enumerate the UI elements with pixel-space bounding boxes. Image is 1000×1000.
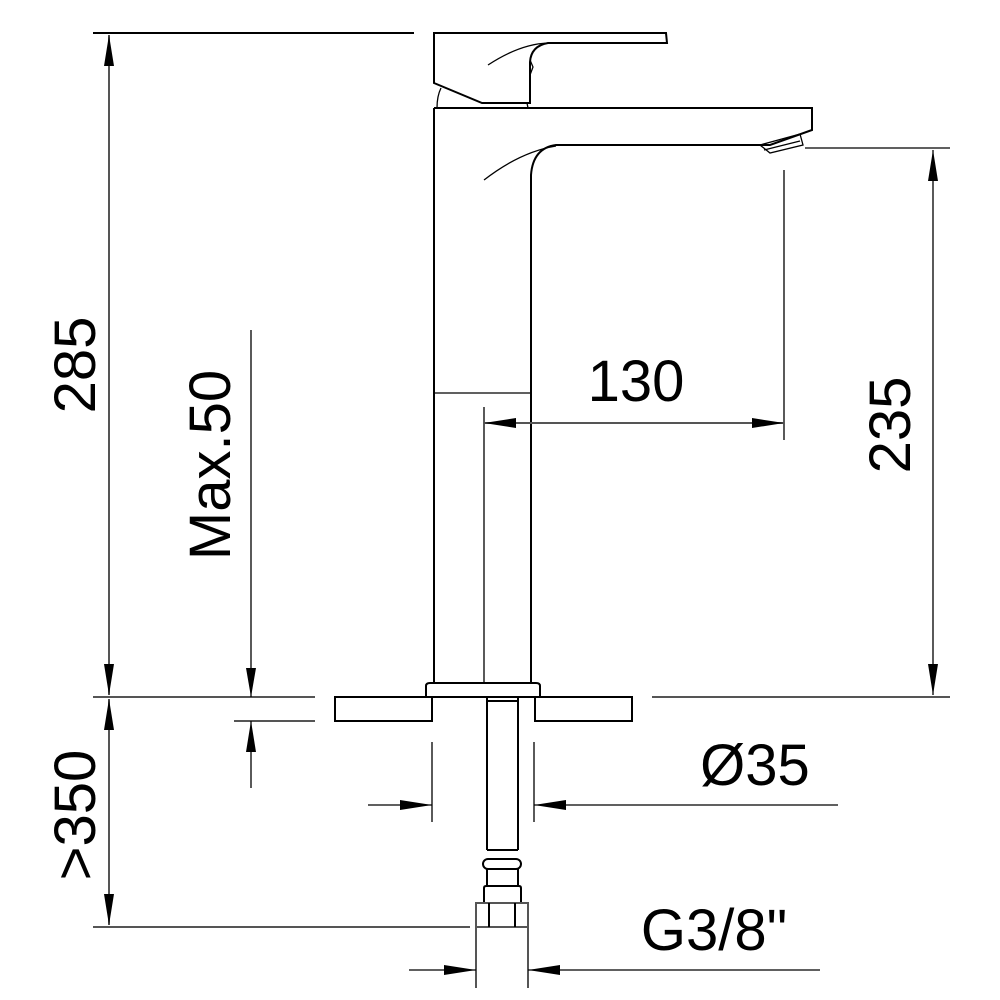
dimension-spout-height: 235 [805,147,950,695]
supply-hose [475,697,529,988]
lever-handle [433,32,669,109]
max-deck-thickness-label: Max.50 [178,370,243,560]
dimension-spout-reach: 130 [483,170,785,683]
spout-reach-label: 130 [588,349,685,414]
total-height-label: 285 [43,317,108,414]
spout [433,107,813,683]
dimension-supply-hose-length: >350 [43,699,470,928]
hex-nut [475,902,529,988]
dimension-total-height: 285 [43,32,414,695]
base-diameter-label: Ø35 [700,733,810,798]
base-flange [425,682,541,697]
faucet-body [425,32,813,697]
dimension-connection-thread: G3/8" [409,898,820,975]
supply-hose-length-label: >350 [43,750,108,881]
dimension-max-deck-thickness: Max.50 [178,330,315,788]
connection-thread-label: G3/8" [641,898,787,963]
deck-section [334,696,633,722]
dimension-base-diameter: Ø35 [368,733,838,822]
spout-height-label: 235 [858,377,923,474]
